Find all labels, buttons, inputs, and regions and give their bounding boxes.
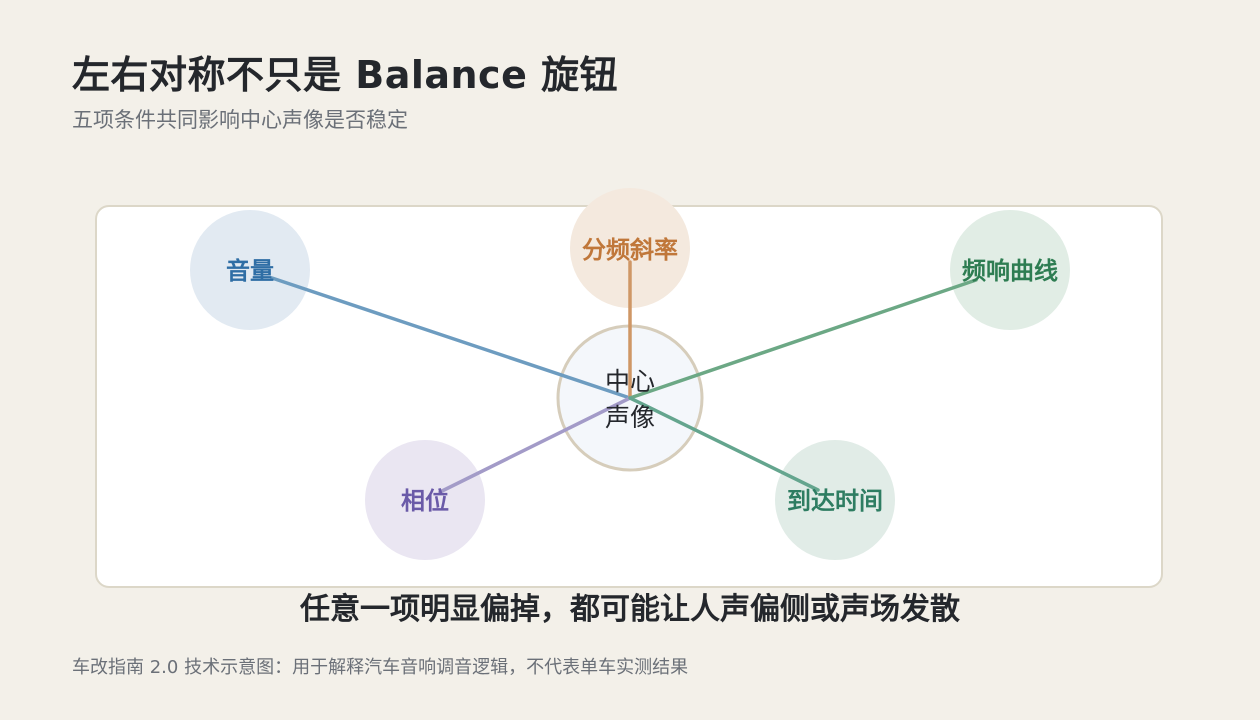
connector-volume [270,276,632,400]
factor-node-phase [365,440,485,560]
connector-arrival-time [628,396,820,492]
connector-frequency-response [628,278,978,400]
page-title: 左右对称不只是 Balance 旋钮 [72,53,619,97]
factor-label-frequency-response: 频响曲线 [962,257,1058,285]
factor-node-crossover-slope [570,188,690,308]
page-subtitle: 五项条件共同影响中心声像是否稳定 [72,108,408,132]
factor-label-arrival-time: 到达时间 [787,487,883,515]
factor-label-phase: 相位 [401,487,449,515]
factor-label-crossover-slope: 分频斜率 [582,236,678,264]
center-label-line1: 中心 [605,367,655,396]
footer-note: 车改指南 2.0 技术示意图：用于解释汽车音响调音逻辑，不代表单车实测结果 [72,657,689,678]
factor-node-arrival-time [775,440,895,560]
center-label-line2: 声像 [605,403,655,432]
factor-node-frequency-response [950,210,1070,330]
diagram-caption: 任意一项明显偏掉，都可能让人声偏侧或声场发散 [300,592,960,627]
factor-node-volume [190,210,310,330]
connector-phase [438,396,632,494]
factor-label-volume: 音量 [226,257,274,285]
